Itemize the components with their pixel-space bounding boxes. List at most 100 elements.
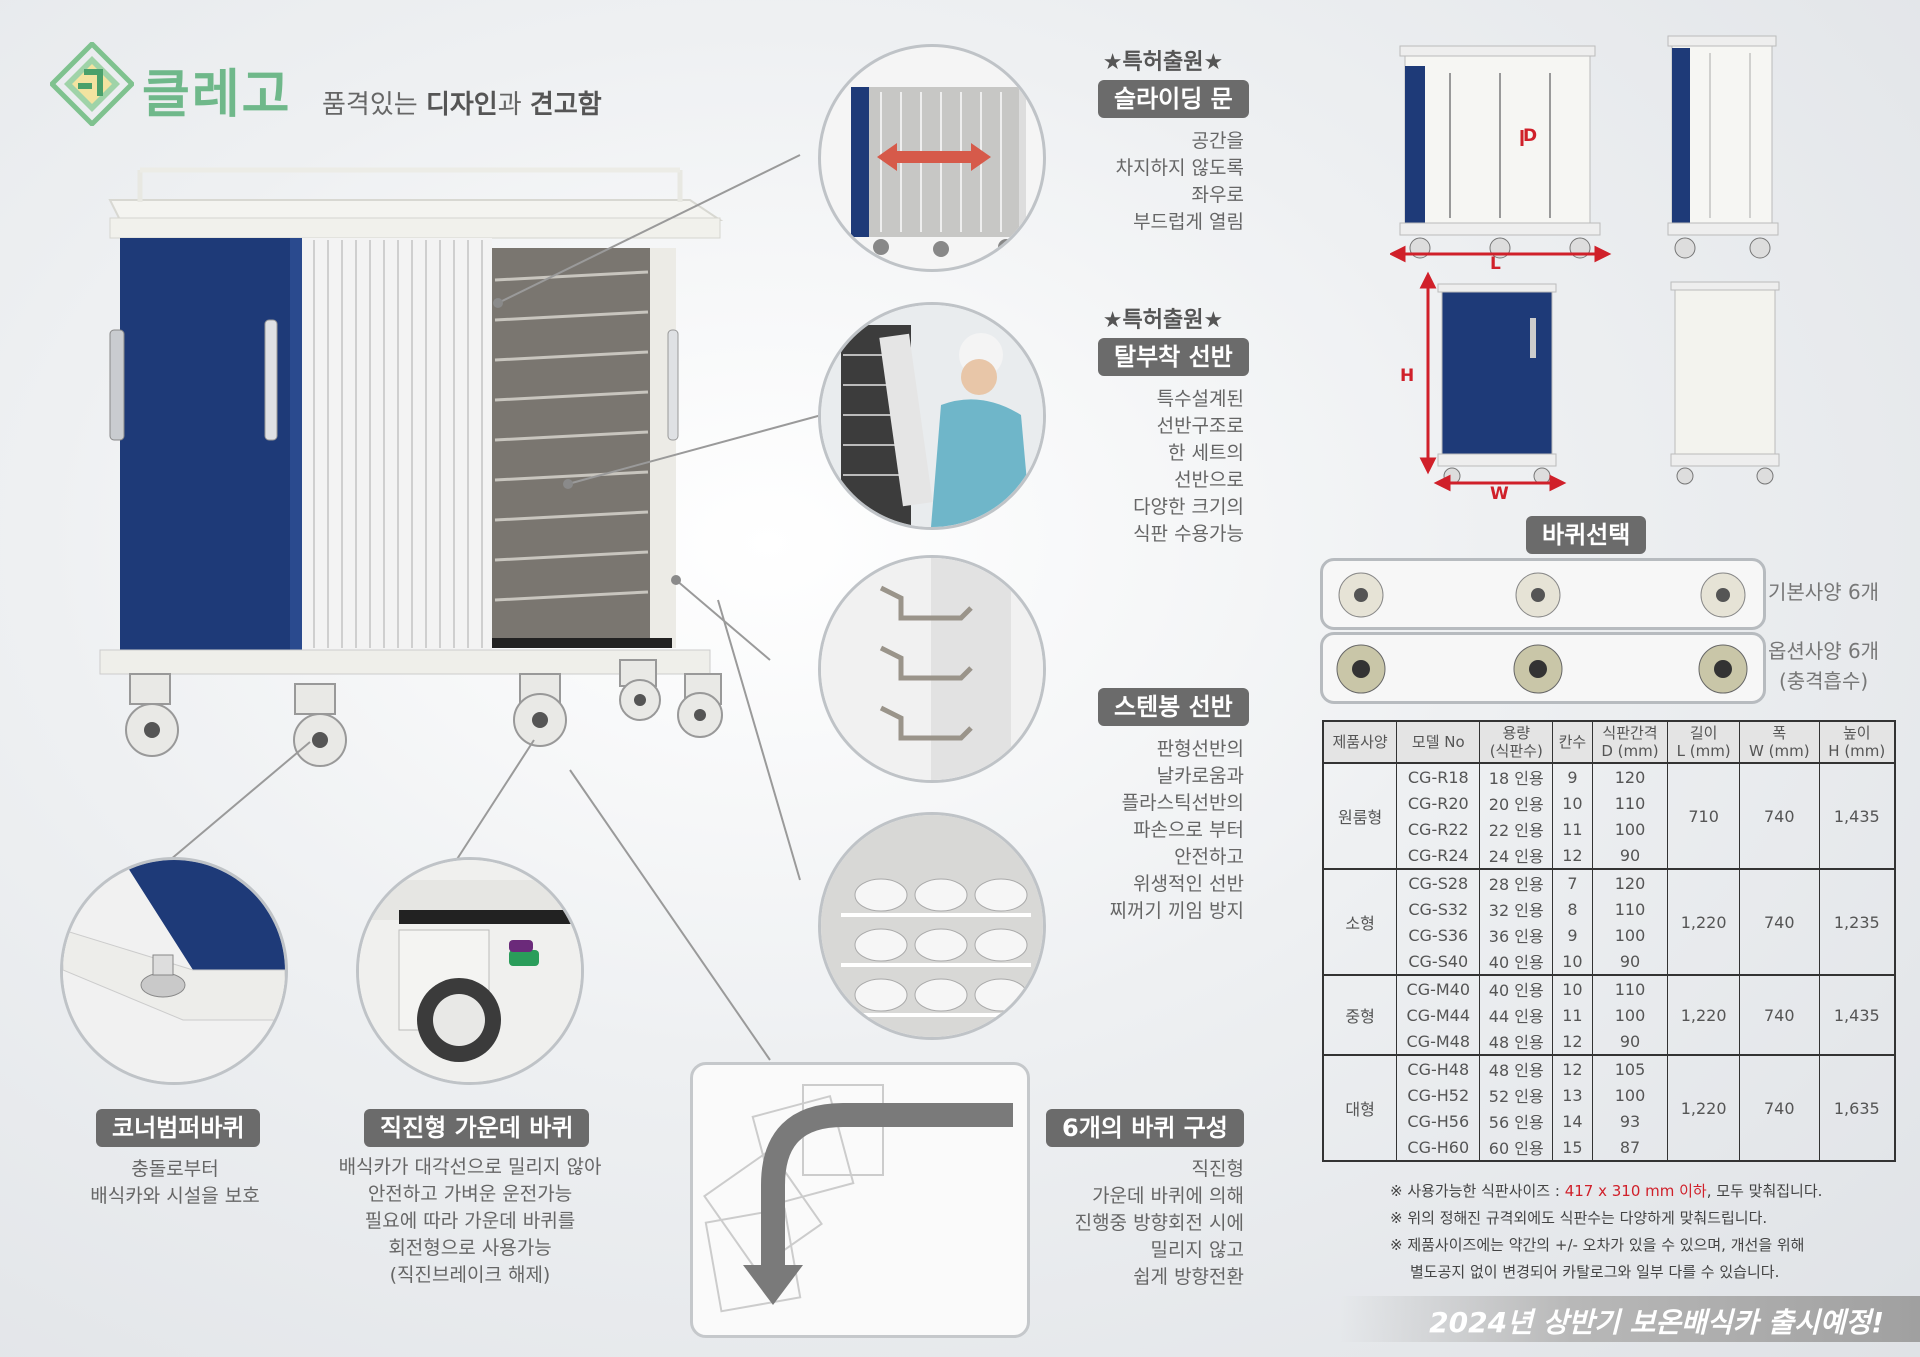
cell-width: 740 [1739, 762, 1820, 869]
cell-model: CG-S40 [1396, 948, 1481, 975]
cell-gap: 120 [1591, 762, 1669, 790]
cell-model: CG-R18 [1396, 762, 1481, 790]
cell-rows: 12 [1552, 1054, 1593, 1082]
cell-height: 1,635 [1818, 1054, 1896, 1161]
six-wheels-description: 직진형 가운데 바퀴에 의해 진행중 방향회전 시에 밀리지 않고 쉽게 방향전… [1074, 1158, 1244, 1288]
header-rows: 칸수 [1552, 720, 1593, 764]
cell-gap: 90 [1591, 842, 1669, 869]
dim-label-l: L [1490, 254, 1501, 274]
basic-wheel-image [1320, 558, 1766, 630]
cell-gap: 90 [1591, 1028, 1669, 1055]
stainless-rod-shelf-detail-image [818, 555, 1046, 783]
cell-width: 740 [1739, 868, 1820, 975]
cell-gap: 120 [1591, 868, 1669, 896]
cell-capacity: 32 인용 [1479, 896, 1554, 922]
brand-slogan: 품격있는 디자인과 견고함 [322, 90, 602, 120]
cart-dimension-drawings [1390, 35, 1780, 492]
group-name: 원룸형 [1322, 762, 1398, 869]
straight-wheel-description: 배식카가 대각선으로 밀리지 않아 안전하고 가벼운 운전가능 필요에 따라 가… [338, 1156, 602, 1286]
cell-rows: 13 [1552, 1082, 1593, 1108]
shelf-patent-label: ★특허출원★ [1102, 308, 1224, 333]
cell-model: CG-S28 [1396, 868, 1481, 896]
cell-capacity: 22 인용 [1479, 816, 1554, 842]
cell-rows: 9 [1552, 922, 1593, 948]
straight-center-wheel-detail-image [356, 857, 584, 1085]
corner-bumper-description: 충돌로부터 배식카와 시설을 보호 [90, 1158, 260, 1207]
cell-capacity: 52 인용 [1479, 1082, 1554, 1108]
option-wheel-image [1320, 632, 1766, 704]
food-cart-main-image [99, 167, 724, 767]
cell-rows: 8 [1552, 896, 1593, 922]
table-row: 대형 CG-H48 48 인용 12 105 1,220 740 1,635 [1322, 1054, 1896, 1161]
cell-width: 740 [1739, 974, 1820, 1055]
note-custom: ※ 위의 정해진 규격외에도 식판수는 다양하게 맞춰드립니다. [1390, 1209, 1768, 1227]
cell-length: 1,220 [1667, 868, 1740, 975]
note-change: 별도공지 없이 변경되어 카탈로그와 일부 다를 수 있습니다. [1410, 1263, 1780, 1281]
cell-rows: 10 [1552, 948, 1593, 975]
group-name: 소형 [1322, 868, 1398, 975]
cell-model: CG-M44 [1396, 1002, 1481, 1028]
cell-rows: 10 [1552, 974, 1593, 1002]
detachable-shelf-heading: 탈부착 선반 [1098, 338, 1249, 376]
cell-gap: 110 [1591, 896, 1669, 922]
brand-name: 클레고 [142, 65, 292, 125]
cell-capacity: 40 인용 [1479, 948, 1554, 975]
cell-gap: 110 [1591, 974, 1669, 1002]
note-tray-size: ※ 사용가능한 식판사이즈 : 417 x 310 mm 이하, 모두 맞춰집니… [1390, 1182, 1823, 1200]
sliding-door-description: 공간을 차지하지 않도록 좌우로 부드럽게 열림 [1115, 130, 1244, 233]
header-model: 모델 No [1396, 720, 1481, 764]
cell-capacity: 28 인용 [1479, 868, 1554, 896]
cell-model: CG-H56 [1396, 1108, 1481, 1134]
sliding-door-heading: 슬라이딩 문 [1098, 80, 1249, 118]
group-name: 중형 [1322, 974, 1398, 1055]
cell-model: CG-R22 [1396, 816, 1481, 842]
cell-model: CG-S32 [1396, 896, 1481, 922]
cell-gap: 100 [1591, 922, 1669, 948]
cell-capacity: 36 인용 [1479, 922, 1554, 948]
header-spec: 제품사양 [1322, 720, 1398, 764]
cell-gap: 93 [1591, 1108, 1669, 1134]
cell-rows: 12 [1552, 842, 1593, 869]
cell-gap: 100 [1591, 1082, 1669, 1108]
cell-gap: 105 [1591, 1054, 1669, 1082]
cell-capacity: 44 인용 [1479, 1002, 1554, 1028]
cell-rows: 15 [1552, 1134, 1593, 1161]
detachable-shelf-detail-image [818, 302, 1046, 530]
dim-label-h: H [1400, 366, 1415, 386]
cell-gap: 87 [1591, 1134, 1669, 1161]
cell-capacity: 48 인용 [1479, 1054, 1554, 1082]
cell-model: CG-R24 [1396, 842, 1481, 869]
option-wheel-label: 옵션사양 6개 (충격흡수) [1768, 639, 1880, 693]
dim-label-w: W [1490, 484, 1509, 504]
cell-height: 1,235 [1818, 868, 1896, 975]
table-row: 원룸형 CG-R18 18 인용 9 120 710 740 1,435 [1322, 762, 1896, 869]
cell-rows: 12 [1552, 1028, 1593, 1055]
group-name: 대형 [1322, 1054, 1398, 1161]
direction-change-illustration [690, 1062, 1030, 1338]
cell-width: 740 [1739, 1054, 1820, 1161]
detachable-shelf-description: 특수설계된 선반구조로 한 세트의 선반으로 다양한 크기의 식판 수용가능 [1133, 388, 1244, 545]
cell-capacity: 20 인용 [1479, 790, 1554, 816]
cell-rows: 10 [1552, 790, 1593, 816]
cell-model: CG-S36 [1396, 922, 1481, 948]
wheel-select-heading: 바퀴선택 [1526, 516, 1647, 554]
release-banner-background [1340, 1296, 1920, 1342]
logo-mark-icon [48, 40, 136, 128]
corner-bumper-heading: 코너범퍼바퀴 [96, 1109, 261, 1147]
cell-capacity: 48 인용 [1479, 1028, 1554, 1055]
cell-model: CG-M48 [1396, 1028, 1481, 1055]
cell-capacity: 40 인용 [1479, 974, 1554, 1002]
